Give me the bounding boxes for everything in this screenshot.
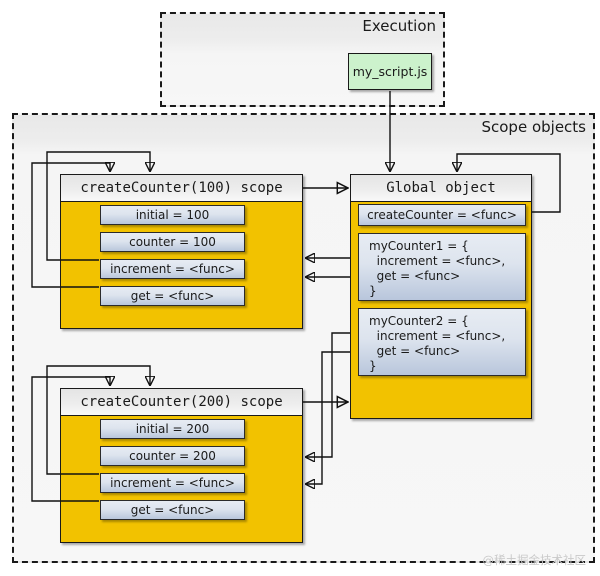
slot-mycounter1[interactable]: myCounter1 = { increment = <func>, get =… xyxy=(358,233,526,301)
node-global-object[interactable]: Global object createCounter = <func> myC… xyxy=(350,174,532,419)
node-scope-createcounter-100-body: initial = 100 counter = 100 increment = … xyxy=(61,202,302,328)
slot-get-100[interactable]: get = <func> xyxy=(100,286,245,306)
node-scope-createcounter-100-header: createCounter(100) scope xyxy=(61,175,302,202)
slot-counter-200[interactable]: counter = 200 xyxy=(100,446,245,466)
slot-increment-100[interactable]: increment = <func> xyxy=(100,259,245,279)
node-scope-createcounter-200-header: createCounter(200) scope xyxy=(61,389,302,416)
slot-initial-200[interactable]: initial = 200 xyxy=(100,419,245,439)
node-scope-createcounter-100[interactable]: createCounter(100) scope initial = 100 c… xyxy=(60,174,303,329)
slot-get-200[interactable]: get = <func> xyxy=(100,500,245,520)
node-my-script-js-label: my_script.js xyxy=(352,64,428,79)
watermark: @稀土掘金技术社区 xyxy=(482,553,587,567)
slot-mycounter2[interactable]: myCounter2 = { increment = <func>, get =… xyxy=(358,308,526,376)
slot-increment-200[interactable]: increment = <func> xyxy=(100,473,245,493)
slot-createcounter-func[interactable]: createCounter = <func> xyxy=(358,204,526,226)
node-my-script-js[interactable]: my_script.js xyxy=(348,53,432,90)
node-scope-createcounter-200[interactable]: createCounter(200) scope initial = 200 c… xyxy=(60,388,303,543)
slot-counter-100[interactable]: counter = 100 xyxy=(100,232,245,252)
node-global-object-header: Global object xyxy=(351,175,531,202)
node-scope-createcounter-200-body: initial = 200 counter = 200 increment = … xyxy=(61,416,302,542)
lane-scope-objects-title: Scope objects xyxy=(481,118,586,136)
lane-execution-title: Execution xyxy=(362,17,436,35)
node-global-object-body: createCounter = <func> myCounter1 = { in… xyxy=(351,202,531,418)
slot-initial-100[interactable]: initial = 100 xyxy=(100,205,245,225)
